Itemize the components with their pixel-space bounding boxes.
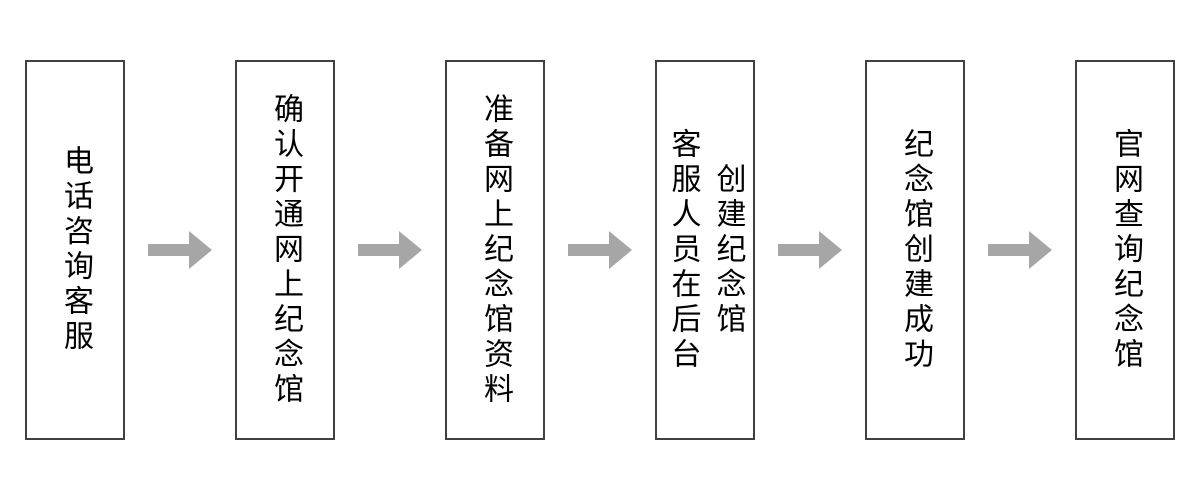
flow-step-5-text: 纪念馆创建成功 [898, 127, 933, 373]
arrow-right-shape [358, 231, 422, 269]
flow-step-2-text: 确认开通网上纪念馆 [268, 92, 303, 408]
flow-step-2: 确认开通网上纪念馆 [235, 60, 335, 440]
flow-step-1: 电话咨询客服 [25, 60, 125, 440]
arrow-right-icon [778, 231, 842, 269]
flow-step-6: 官网查询纪念馆 [1075, 60, 1175, 440]
arrow-right-icon [358, 231, 422, 269]
flow-step-6-text: 官网查询纪念馆 [1108, 127, 1143, 373]
arrow-right-icon [148, 231, 212, 269]
arrow-right-shape [568, 231, 632, 269]
arrow-right-icon [568, 231, 632, 269]
arrow-right-icon [988, 231, 1052, 269]
arrow-right-shape [988, 231, 1052, 269]
flow-step-3-text: 准备网上纪念馆资料 [478, 92, 513, 408]
flow-step-4-text-col1: 客服人员在后台 [665, 127, 701, 373]
flow-step-5: 纪念馆创建成功 [865, 60, 965, 440]
arrow-right-shape [778, 231, 842, 269]
arrow-right-shape [148, 231, 212, 269]
flow-step-3: 准备网上纪念馆资料 [445, 60, 545, 440]
flow-step-4-text-col2: 创建纪念馆 [710, 162, 746, 338]
flow-step-1-text: 电话咨询客服 [58, 145, 93, 355]
flow-step-4: 客服人员在后台 创建纪念馆 [655, 60, 755, 440]
